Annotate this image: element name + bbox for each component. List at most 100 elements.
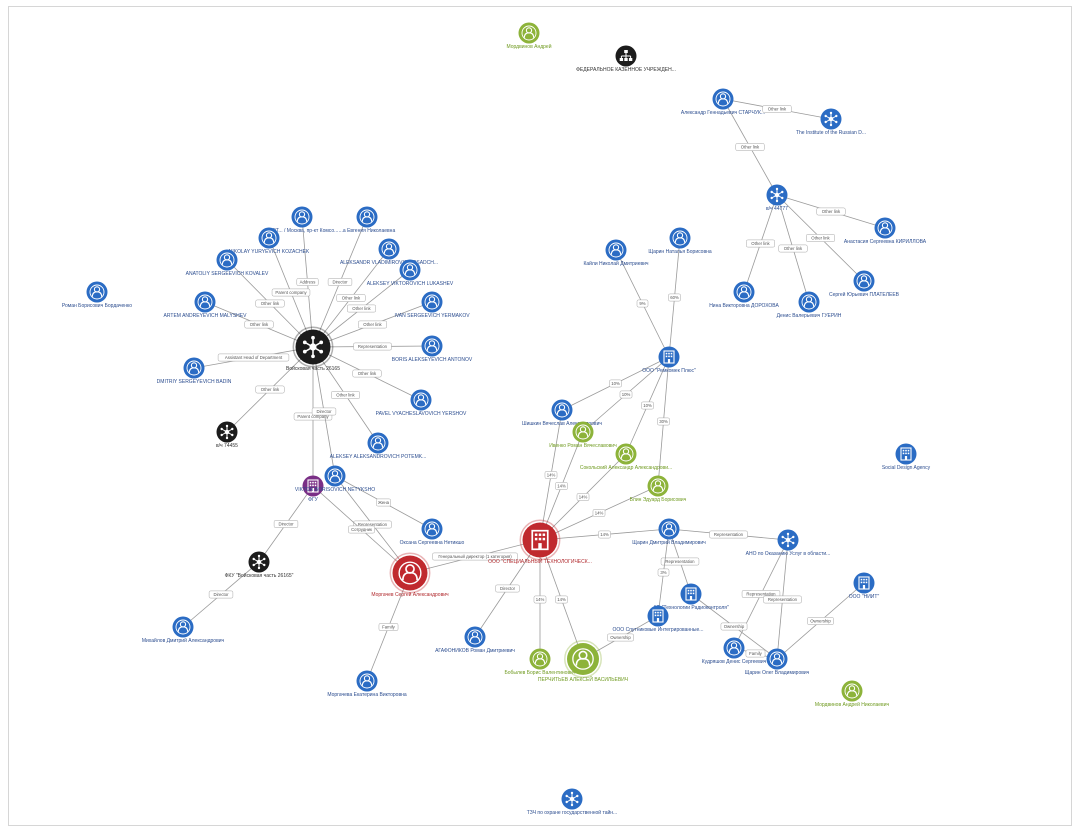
graph-edge[interactable]: Family: [366, 572, 411, 682]
node-network-n5[interactable]: в/ч 44777: [766, 184, 788, 213]
node-person-n19[interactable]: ALEKSANDR VLADIMIROVICH OSADCH...: [340, 238, 438, 267]
node-person-n1[interactable]: Мордвинов Андрей: [507, 22, 552, 51]
graph-edge[interactable]: 14%: [539, 539, 584, 660]
graph-edge[interactable]: Other link: [312, 346, 379, 444]
graph-edge[interactable]: 14%: [539, 409, 563, 541]
graph-edge[interactable]: 3%: [657, 528, 670, 617]
node-person-n46[interactable]: Кудряшов Денис Сергеевич: [702, 637, 767, 666]
graph-edge[interactable]: 10%: [561, 356, 670, 411]
graph-edge[interactable]: Director: [311, 346, 337, 477]
node-person-n51[interactable]: Мордвинов Андрей Николаевич: [815, 680, 890, 709]
graph-edge[interactable]: Other link: [226, 259, 314, 348]
graph-edge[interactable]: Other link: [226, 346, 314, 433]
node-person-n7[interactable]: Сергей Юрьевич ПЛАТЕЛЕЕВ: [829, 270, 900, 299]
graph-edge[interactable]: Ownership: [776, 582, 865, 660]
node-network-n52[interactable]: ТЗЧ по охране государственной тайн...: [527, 788, 617, 817]
node-person-n40[interactable]: Блин Эдуард Борисович: [630, 475, 687, 504]
graph-edge[interactable]: Other link: [312, 301, 433, 348]
graph-edge[interactable]: Other link: [312, 248, 390, 348]
graph-edge[interactable]: Representation: [668, 528, 789, 541]
node-person-n21[interactable]: ALEKSEY VIKTOROVICH LUKASHEV: [367, 259, 454, 288]
graph-edge[interactable]: 14%: [539, 431, 584, 541]
graph-edge[interactable]: Other link: [722, 98, 832, 120]
node-person-n25[interactable]: DMITRIY SERGEYEVICH BADIN: [157, 357, 232, 386]
node-person-n20[interactable]: ANATOLIY SERGEEVICH KOVALEV: [186, 249, 269, 278]
graph-edge[interactable]: 30%: [657, 356, 670, 487]
graph-edge[interactable]: Director: [474, 539, 541, 638]
node-building-n43[interactable]: ООО "НИИТ": [849, 572, 880, 601]
node-person-n30[interactable]: VIKTOR BORISOVICH NETYKSHO: [295, 465, 375, 494]
node-person-n28[interactable]: ALEKSEY ALEKSANDROVICH POTEMK...: [330, 432, 427, 461]
graph-edge[interactable]: Жена: [334, 475, 433, 530]
graph-edge[interactable]: 14%: [539, 485, 659, 541]
graph-edge[interactable]: 60%: [668, 237, 681, 358]
node-person-n47[interactable]: Щарин Олег Владимирович: [745, 648, 810, 677]
graph-edge[interactable]: Other link: [312, 269, 411, 348]
node-network-n15[interactable]: Войсковая часть 26165: [286, 326, 340, 372]
node-building-n36[interactable]: ООО "СПЕЦИАЛЬНЫЙ ТЕХНОЛОГИЧЕСК...: [488, 519, 592, 565]
node-network-n4[interactable]: The Institute of the Russian D...: [796, 108, 866, 137]
graph-edge[interactable]: 14%: [539, 528, 670, 541]
graph-edge[interactable]: Other link: [722, 98, 778, 196]
node-person-n49[interactable]: Бобылев Борис Валентинович: [504, 648, 576, 677]
node-building-n45[interactable]: ООО Спутниковые Интегрированные...: [613, 605, 704, 634]
node-person-n23[interactable]: ARTEM ANDREYEVICH MALYSHEV: [164, 291, 248, 320]
node-person-n35[interactable]: Моргачева Екатерина Викторовна: [327, 670, 407, 699]
node-building-n44[interactable]: АО "Технологии Радиоконтроля": [653, 583, 729, 612]
node-person-n6[interactable]: Анастасия Сергеевна КИРИЛЛОВА: [844, 217, 927, 246]
graph-edge[interactable]: Other link: [776, 194, 865, 282]
node-person-n26[interactable]: PAVEL VYACHESLAVOVICH YERSHOV: [376, 389, 467, 418]
graph-edge[interactable]: 14%: [533, 540, 547, 659]
node-person-n48[interactable]: АГАФОНИКОВ Роман Дмитриевич: [435, 626, 515, 655]
graph-edge[interactable]: 10%: [582, 356, 670, 433]
node-person-n8[interactable]: Денис Валерьевич ГУЕРИН: [777, 291, 842, 320]
node-person-n24[interactable]: BORIS ALEKSEYEVICH ANTONOV: [392, 335, 473, 364]
node-person-n10[interactable]: Кайли Николай Дмитриевич: [583, 239, 649, 268]
node-person-n37[interactable]: Шишкин Вячеслав Александрович: [522, 399, 602, 428]
graph-edge[interactable]: Assistant Head of Department: [193, 346, 314, 369]
graph-edge[interactable]: Other link: [743, 194, 778, 293]
node-person-n41[interactable]: Щарин Дмитрий Владимирович: [632, 518, 706, 547]
node-person-n50[interactable]: ПЕРЧИТЬЕВ АЛЕКСЕЙ ВАСИЛЬЕВИЧ: [538, 640, 628, 683]
node-building-n12[interactable]: ООО "Ремкомек Плюс": [642, 346, 696, 375]
graph-edge[interactable]: Representation: [312, 342, 433, 351]
node-network-n32[interactable]: ФКУ "Войсковая часть 26165": [225, 551, 294, 580]
graph-edge[interactable]: Генеральный директор (1 категория): [409, 539, 541, 574]
node-person-n34[interactable]: Михайлов Дмитрий Александрович: [142, 616, 225, 645]
node-person-n3[interactable]: Александр Геннадьевич СТАРЧУК...: [681, 88, 765, 117]
node-person-n38[interactable]: Ивенко Роман Вячеславович: [549, 421, 617, 450]
node-building-n29[interactable]: ФГУ: [302, 475, 324, 504]
node-person-n39[interactable]: Сокольский Александр Александрови...: [580, 443, 672, 472]
node-person-n17[interactable]: ...а Евгения Николаевна: [339, 206, 396, 235]
graph-edge[interactable]: Other link: [776, 194, 886, 229]
graph-edge[interactable]: Representation: [660, 528, 700, 595]
node-person-n9[interactable]: Нина Викторовна ДОРОХОВА: [709, 281, 779, 310]
graph-edge[interactable]: 9%: [615, 249, 670, 358]
graph-edge[interactable]: Director: [312, 216, 368, 348]
graph-edge[interactable]: Сотрудник: [312, 485, 411, 574]
node-person-n33[interactable]: Моргачев Сергей Александрович: [371, 552, 449, 598]
node-network-n42[interactable]: АНО по Оказанию Услуг в области...: [746, 529, 831, 558]
node-person-n14[interactable]: Роман Борисович Бордаченко: [62, 281, 132, 310]
graph-edge[interactable]: Representation: [763, 539, 802, 660]
graph-edge[interactable]: 14%: [539, 453, 627, 541]
node-person-n11[interactable]: Щарин Наталья Борисовна: [648, 227, 712, 256]
node-person-n31[interactable]: Оксана Сергеевна Нетикшо: [400, 518, 465, 547]
node-person-n18[interactable]: NIKOLAY YURYEVICH KOZACHEK: [229, 227, 310, 256]
graph-edge[interactable]: Other link: [312, 346, 422, 401]
graph-edge[interactable]: Ownership: [690, 593, 778, 660]
graph-edge[interactable]: 10%: [625, 356, 670, 455]
graph-edge[interactable]: Director: [258, 485, 314, 563]
node-network-n27[interactable]: в/ч 74455: [216, 421, 238, 450]
node-person-n22[interactable]: IVAN SERGEEVICH YERMAKOV: [394, 291, 470, 320]
graph-edge[interactable]: Other link: [776, 194, 810, 303]
graph-canvas[interactable]: [8, 6, 1072, 826]
graph-edge[interactable]: Other link: [204, 301, 314, 348]
graph-edge[interactable]: Director: [182, 561, 260, 628]
graph-edge[interactable]: Address: [296, 216, 319, 348]
graph-edge[interactable]: Parent company: [268, 237, 314, 348]
node-person-n16[interactable]: ТИЭТ... / Москва, пр-кт Комсо...: [266, 206, 339, 235]
node-building-n13[interactable]: Social Design Agency: [882, 443, 931, 472]
node-org-n2[interactable]: ФЕДЕРАЛЬНОЕ КАЗЕННОЕ УЧРЕЖДЕН...: [576, 45, 676, 74]
